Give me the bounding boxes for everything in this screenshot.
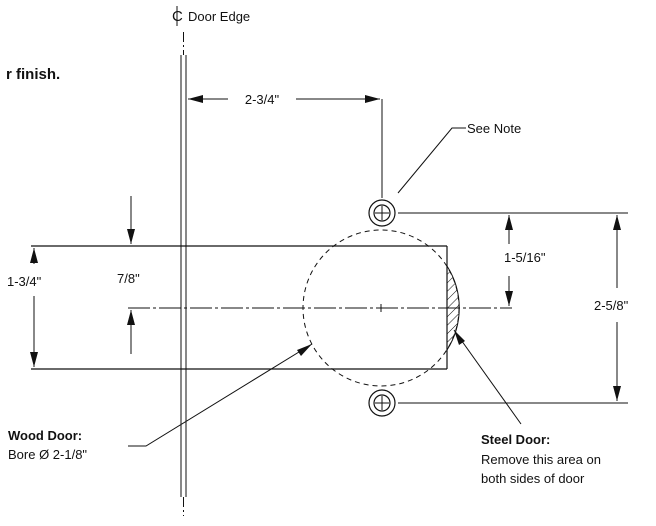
centerline-label: Door Edge — [188, 9, 250, 24]
dim-screw-offset-label: 1-5/16" — [504, 250, 546, 265]
note-leader — [397, 127, 466, 194]
door-edge-lines — [180, 55, 187, 497]
dim-top-offset-label: 7/8" — [117, 271, 140, 286]
dim-door-thickness-label: 1-3/4" — [7, 274, 42, 289]
steel-door-line1: Remove this area on — [481, 452, 601, 467]
wood-door-title: Wood Door: — [8, 428, 82, 443]
dim-screw-spacing — [398, 215, 628, 404]
screw-hole-bottom — [368, 389, 396, 417]
screw-hole-top — [368, 199, 396, 227]
centerline-symbol: C — [172, 6, 183, 26]
bore-center-mark — [377, 304, 385, 312]
dim-backset-label: 2-3/4" — [245, 92, 280, 107]
dim-top-offset — [127, 196, 135, 354]
dim-screw-offset — [398, 212, 628, 306]
note-label: See Note — [467, 121, 521, 136]
header-text-fragment: r finish. — [6, 66, 60, 83]
wood-door-leader — [128, 343, 313, 447]
dim-backset — [188, 95, 383, 198]
dim-screw-spacing-label: 2-5/8" — [594, 298, 629, 313]
steel-door-line2: both sides of door — [481, 471, 585, 486]
steel-door-leader — [453, 329, 522, 425]
dim-door-thickness — [30, 248, 38, 367]
steel-door-title: Steel Door: — [481, 432, 550, 447]
wood-door-text: Bore Ø 2-1/8" — [8, 447, 87, 462]
